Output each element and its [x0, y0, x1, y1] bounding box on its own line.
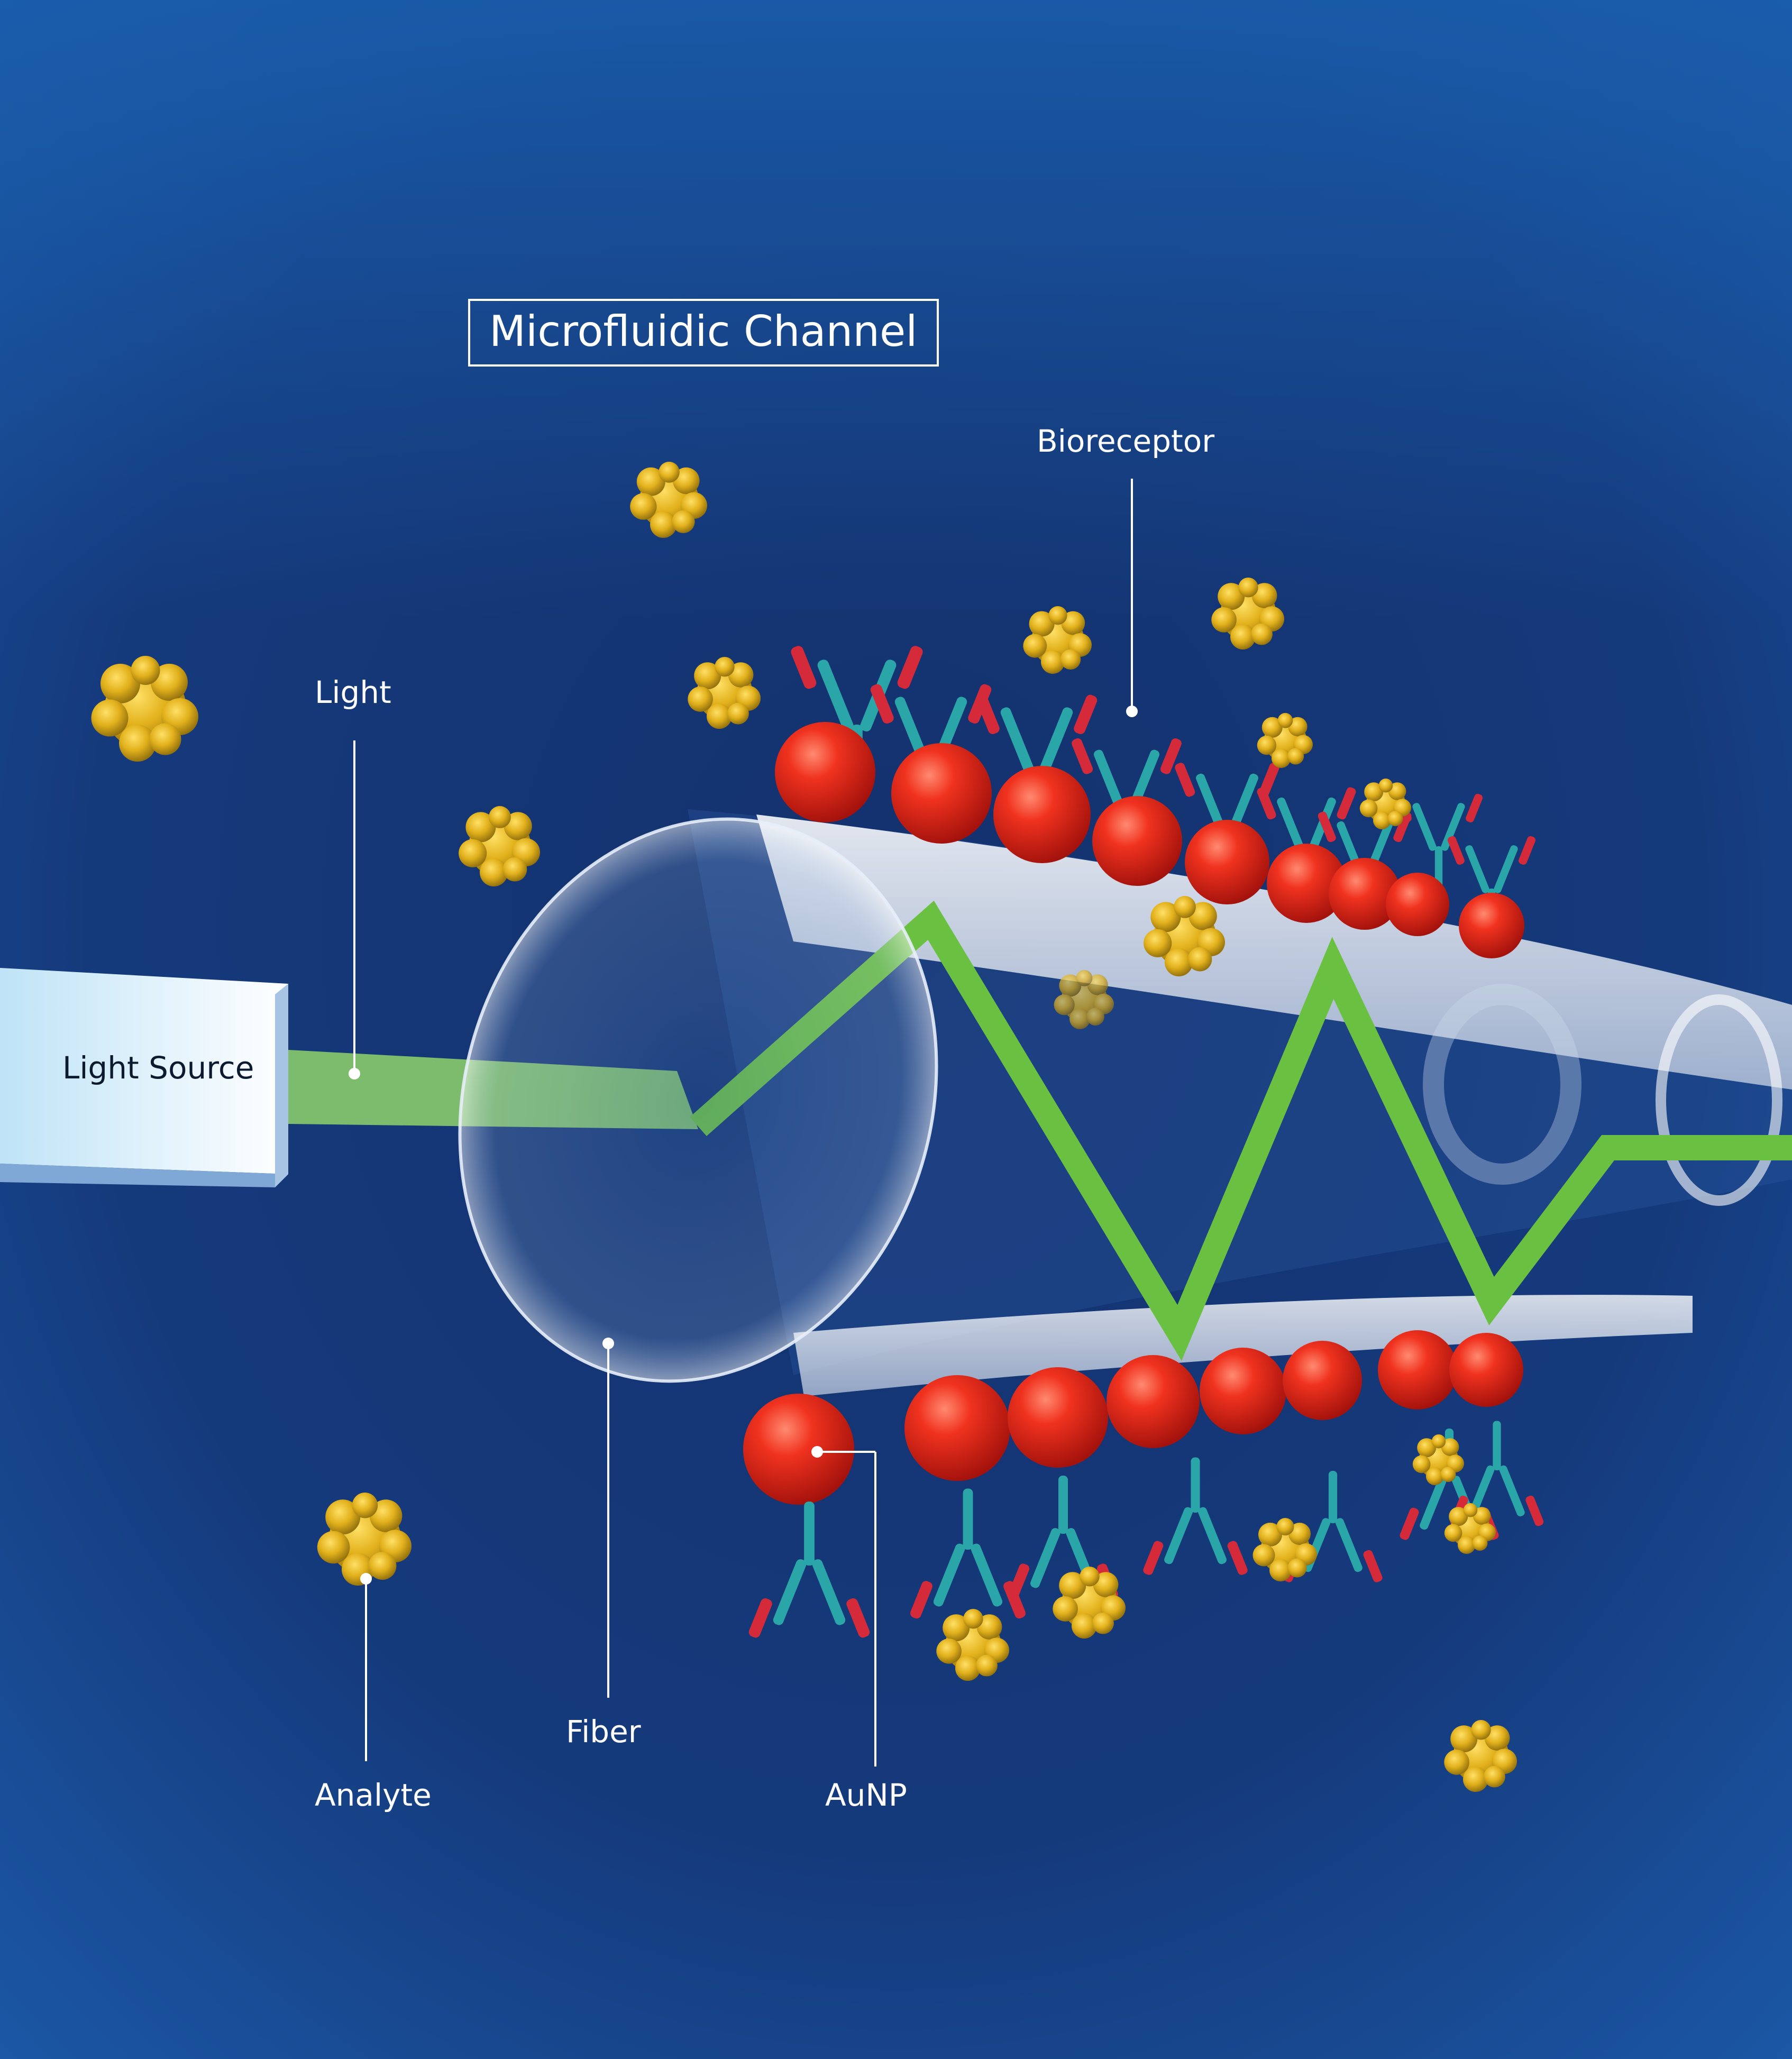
bottom-aunps — [743, 1330, 1545, 1639]
light-source-block — [0, 968, 288, 1187]
label-light-source: Light Source — [62, 1050, 254, 1086]
label-aunp: AuNP — [825, 1777, 907, 1813]
leader-lines — [353, 479, 1133, 1767]
label-bioreceptor: Bioreceptor — [1037, 423, 1215, 459]
leader-dots — [349, 706, 1138, 1585]
top-aunps — [775, 644, 1537, 958]
page-title: Microfluidic Channel — [468, 299, 939, 367]
label-fiber: Fiber — [566, 1714, 641, 1750]
label-analyte: Analyte — [315, 1777, 432, 1813]
label-light: Light — [315, 674, 391, 710]
